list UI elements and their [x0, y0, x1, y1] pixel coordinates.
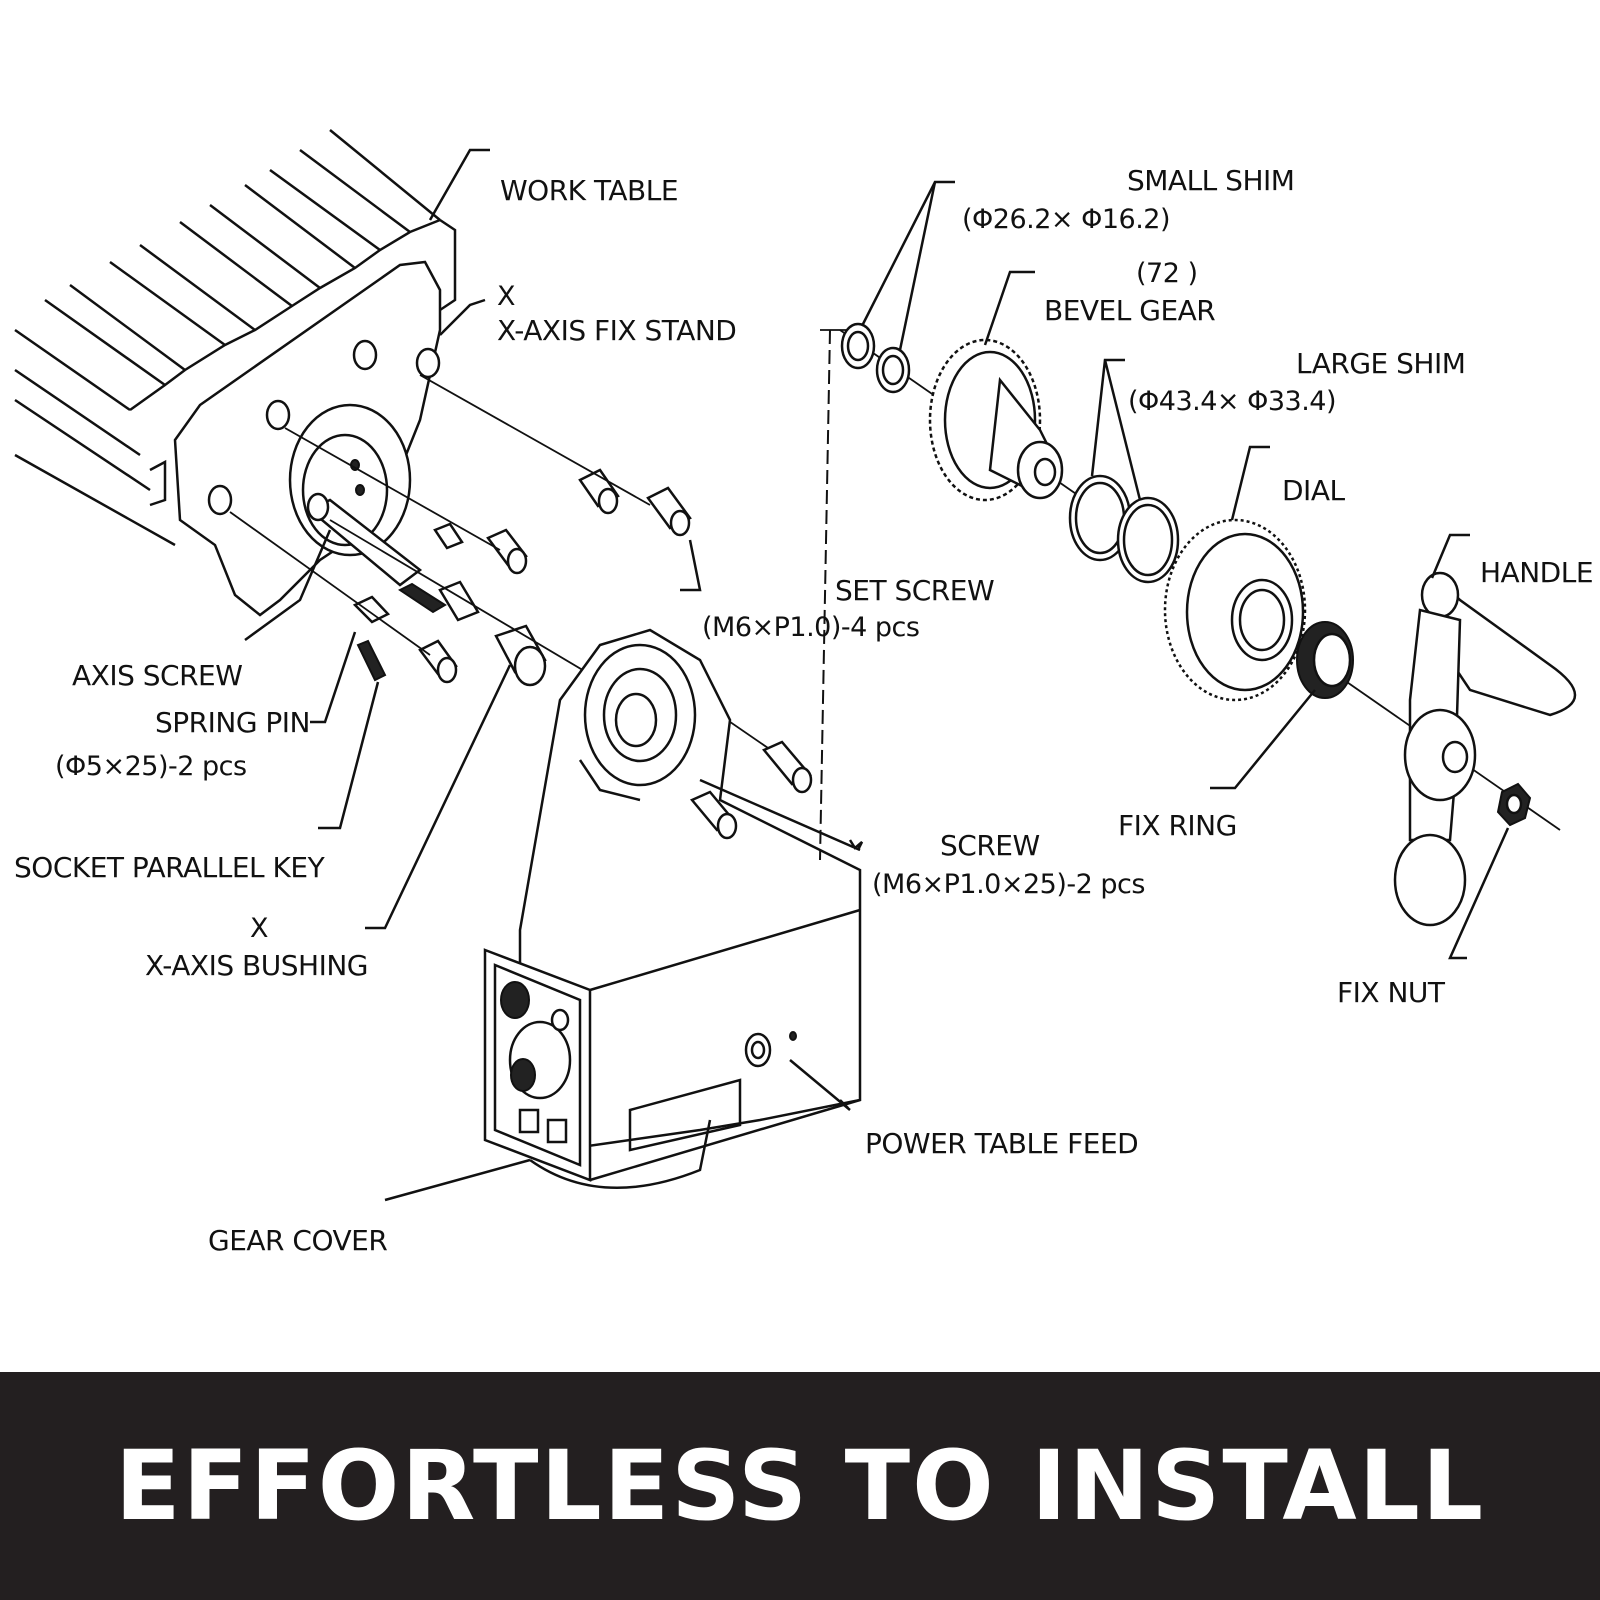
label-screw: SCREW — [940, 829, 1040, 862]
label-small-shim-dim: (Φ26.2× Φ16.2) — [962, 204, 1170, 235]
label-fix-nut: FIX NUT — [1337, 976, 1446, 1009]
label-x-mark-stand: X — [497, 281, 515, 312]
label-large-shim: LARGE SHIM — [1296, 347, 1465, 380]
leader-lines — [244, 148, 1510, 1202]
label-set-screw-spec: (M6×P1.0)-4 pcs — [702, 612, 919, 643]
power-feed-drawing — [483, 628, 864, 1190]
label-set-screw: SET SCREW — [835, 574, 994, 607]
banner-headline: EFFORTLESS TO INSTALL — [115, 1430, 1485, 1542]
label-gear-cover: GEAR COVER — [208, 1224, 387, 1257]
exploded-assembly-diagram: WORK TABLE X X-AXIS FIX STAND SMALL SHIM… — [14, 129, 1594, 1257]
label-screw-spec: (M6×P1.0×25)-2 pcs — [872, 869, 1145, 900]
label-large-shim-dim: (Φ43.4× Φ33.4) — [1128, 386, 1336, 417]
label-x-axis-fix-stand: X-AXIS FIX STAND — [497, 314, 736, 347]
set-screws-drawing — [229, 374, 801, 801]
label-spring-pin-spec: (Φ5×25)-2 pcs — [55, 751, 247, 782]
label-x-mark-bushing: X — [250, 913, 268, 944]
label-axis-screw: AXIS SCREW — [72, 659, 242, 692]
label-x-axis-bushing: X-AXIS BUSHING — [145, 949, 368, 982]
label-handle: HANDLE — [1480, 556, 1593, 589]
label-fix-ring: FIX RING — [1118, 809, 1237, 842]
label-small-shim: SMALL SHIM — [1127, 164, 1294, 197]
promo-banner: EFFORTLESS TO INSTALL — [0, 1372, 1600, 1600]
label-work-table: WORK TABLE — [500, 174, 678, 207]
label-bevel-gear: BEVEL GEAR — [1044, 294, 1215, 327]
label-power-table-feed: POWER TABLE FEED — [865, 1127, 1138, 1160]
label-bevel-gear-teeth: (72 ) — [1136, 258, 1198, 289]
work-table-drawing — [14, 129, 457, 617]
label-socket-parallel-key: SOCKET PARALLEL KEY — [14, 851, 326, 884]
right-parts-drawing — [839, 322, 1577, 927]
label-spring-pin: SPRING PIN — [155, 706, 310, 739]
label-dial: DIAL — [1282, 474, 1345, 507]
